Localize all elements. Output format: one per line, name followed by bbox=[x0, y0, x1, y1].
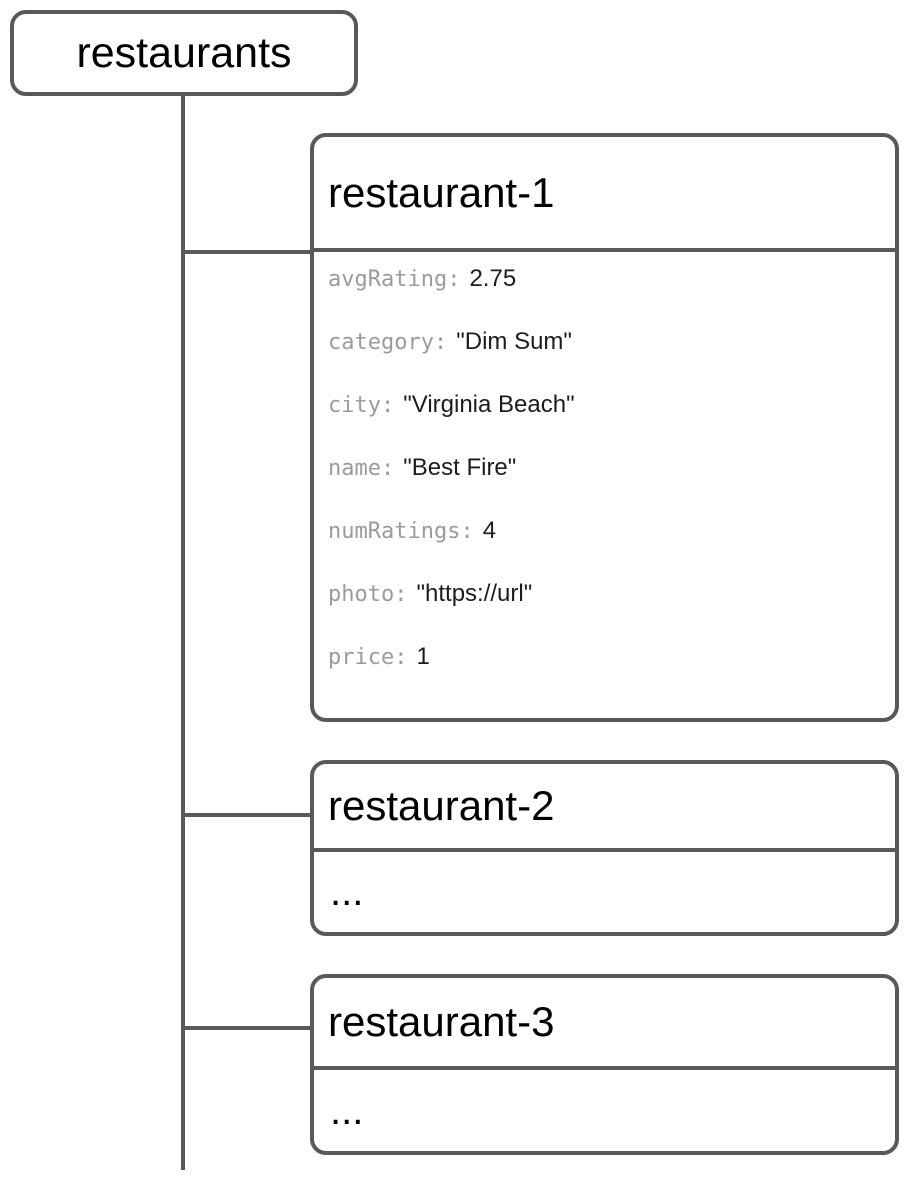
document-card-restaurant-2[interactable]: restaurant-2 ... bbox=[310, 760, 899, 936]
field-value: "Best Fire" bbox=[403, 454, 517, 481]
field-value: "https://url" bbox=[416, 580, 533, 607]
document-card-title: restaurant-1 bbox=[328, 168, 555, 216]
collection-node-label: restaurants bbox=[76, 28, 292, 77]
field-row: price: 1 bbox=[328, 643, 881, 706]
collection-node-restaurants[interactable]: restaurants bbox=[10, 10, 358, 96]
document-fields-placeholder: ... bbox=[330, 1088, 364, 1133]
field-key: photo: bbox=[328, 582, 408, 607]
field-value: 2.75 bbox=[469, 265, 517, 292]
document-fields-list: avgRating: 2.75 category: "Dim Sum" city… bbox=[314, 252, 895, 706]
field-key: category: bbox=[328, 330, 448, 355]
field-value: "Dim Sum" bbox=[456, 328, 572, 355]
field-row: category: "Dim Sum" bbox=[328, 328, 881, 391]
field-key: price: bbox=[328, 645, 408, 670]
document-card-header: restaurant-3 bbox=[314, 978, 895, 1070]
field-row: city: "Virginia Beach" bbox=[328, 391, 881, 454]
field-key: avgRating: bbox=[328, 267, 461, 292]
document-card-header: restaurant-2 bbox=[314, 764, 895, 852]
document-card-title: restaurant-3 bbox=[328, 998, 555, 1045]
document-fields-placeholder: ... bbox=[330, 870, 364, 914]
trunk-line bbox=[181, 96, 185, 1170]
document-card-header: restaurant-1 bbox=[314, 137, 895, 252]
field-row: avgRating: 2.75 bbox=[328, 265, 881, 328]
field-value: 4 bbox=[482, 517, 497, 544]
field-key: city: bbox=[328, 393, 395, 418]
field-row: name: "Best Fire" bbox=[328, 454, 881, 517]
field-value: 1 bbox=[416, 643, 430, 670]
document-card-title: restaurant-2 bbox=[328, 782, 555, 829]
field-row: numRatings: 4 bbox=[328, 517, 881, 580]
branch-line-restaurant-1 bbox=[181, 250, 310, 254]
field-key: numRatings: bbox=[328, 519, 474, 544]
branch-line-restaurant-3 bbox=[181, 1026, 310, 1030]
field-key: name: bbox=[328, 456, 395, 481]
document-card-restaurant-1[interactable]: restaurant-1 avgRating: 2.75 category: "… bbox=[310, 133, 899, 722]
field-value: "Virginia Beach" bbox=[403, 391, 575, 418]
branch-line-restaurant-2 bbox=[181, 813, 310, 817]
document-card-restaurant-3[interactable]: restaurant-3 ... bbox=[310, 974, 899, 1155]
field-row: photo: "https://url" bbox=[328, 580, 881, 643]
